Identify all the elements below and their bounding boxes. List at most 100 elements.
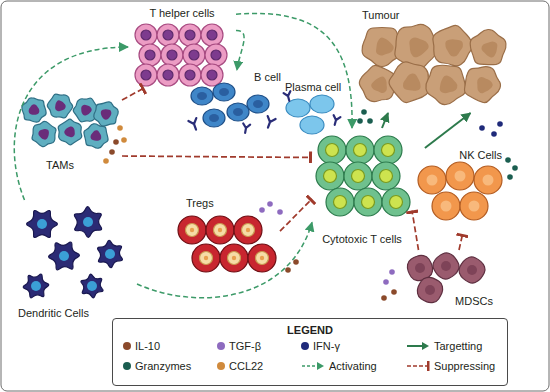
legend-line [407,365,427,367]
legend-arrowhead [422,342,429,350]
nucleus [214,224,227,237]
cytotoxic-t-cell [374,136,402,164]
nk-cell [474,166,502,194]
nucleus [91,130,102,141]
cytokine-dot [389,269,395,275]
nucleus [425,285,435,295]
tumour-cell [426,65,466,104]
b-cell [247,95,269,113]
tumour-cell [464,67,500,103]
t-helper-cell [201,24,223,46]
dendritic-cell [23,274,49,298]
cell-cluster: T helper cells [128,6,236,88]
cell-label: B cell [254,70,281,84]
nucleus [163,70,173,80]
legend-swatch [123,362,131,370]
tam-cell [32,121,56,146]
tumour-texture [445,39,463,56]
cytokine-dot [267,201,273,207]
plasma-cell [300,116,324,134]
nucleus [219,88,229,96]
nucleus [55,100,66,111]
cytotoxic-t-cell [326,188,354,216]
legend-swatch [217,362,225,370]
nucleus [141,70,151,80]
legend-line-sample [406,361,430,371]
legend-swatch [301,342,309,350]
nucleus [334,196,347,209]
tumour-texture [376,38,394,56]
nucleus [186,224,199,237]
nucleus [197,92,207,100]
dendritic-cell [98,240,123,267]
nucleus [64,126,75,137]
tumour-texture [371,77,387,93]
cytokine-dot [505,157,511,163]
cytokine-dot [479,125,485,131]
cell-label: NK Cells [459,148,502,162]
cytokine-dot [121,137,127,143]
tam-cell [58,119,82,145]
nk-cell [460,192,488,220]
t-helper-cell [201,64,223,86]
dendritic-cell [49,242,80,270]
cytokine-dot [357,118,363,124]
tam-cell [22,98,46,122]
plasma-cell [310,95,334,113]
nucleus [256,252,269,265]
nucleus [382,144,395,157]
legend-item: TGF-β [217,339,261,353]
tumour-texture [440,75,458,93]
legend-text: IFN-γ [313,339,340,353]
cell-cluster: MDSCs [405,250,495,308]
nucleus [427,175,438,186]
treg-cell [220,244,248,272]
nk-cell [432,192,460,220]
antibody [331,115,340,126]
t-helper-cell [135,24,157,46]
nucleus [455,171,466,182]
t-helper-cell [161,44,183,66]
legend-text: Granzymes [135,359,191,373]
legend-title: LEGEND [113,323,507,337]
cytokine-dot [103,158,109,164]
legend-text: TGF-β [229,339,261,353]
nucleolus [260,256,264,260]
nucleus [87,281,97,291]
t-helper-cell [135,64,157,86]
connectors [14,13,470,297]
legend-item: IFN-γ [301,339,340,353]
cytokine-dot [383,279,389,285]
cytokine-dot [293,259,299,265]
dendritic-cell [27,210,58,237]
cytokine-dot [117,125,123,131]
legend-box: LEGENDIL-10TGF-βIFN-γTargettingGranzymes… [112,318,508,386]
nucleus [59,251,69,261]
cell-cluster: NK Cells [412,148,504,234]
nucleus [141,30,151,40]
nucleus [380,170,393,183]
nucleus [145,50,155,60]
nucleolus [190,228,194,232]
nucleus [101,109,112,120]
nucleus [211,50,221,60]
activation-arrow [236,31,244,70]
cell-label: Tregs [186,196,214,210]
nk-cell [418,166,446,194]
cytokine-dot [507,174,513,180]
cytokine-dot [497,121,503,127]
cell-label: Cytotoxic T cells [322,232,402,246]
mdsc-cell [459,257,485,283]
b-cell [203,109,225,127]
tumour-cell [395,24,439,68]
nucleus [207,70,217,80]
cytotoxic-t-cell [318,136,346,164]
treg-cell [206,216,234,244]
treg-cell [234,216,262,244]
nucleus [352,170,365,183]
nucleus [233,108,243,116]
nucleus [354,144,367,157]
tumour-texture [477,77,493,93]
nucleus [163,30,173,40]
